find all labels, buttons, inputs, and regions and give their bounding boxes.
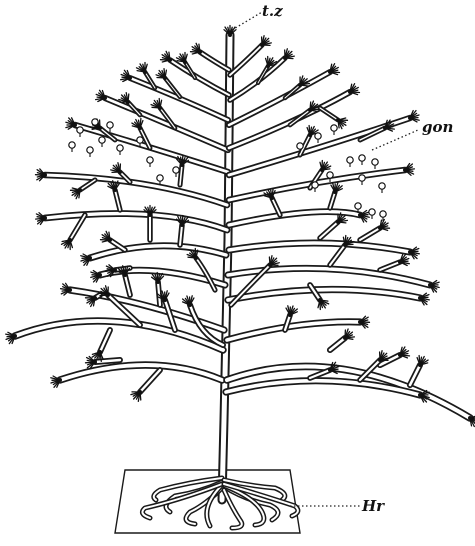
hydranth-36 xyxy=(131,390,142,401)
gonophore-14 xyxy=(331,125,337,135)
hydranth-73 xyxy=(268,256,279,267)
hydranth-24 xyxy=(101,231,113,242)
hydranth-41 xyxy=(283,49,294,60)
hydranth-16 xyxy=(111,163,122,174)
hydranth-58 xyxy=(378,220,390,231)
branch-r12-twig-0-core xyxy=(330,338,345,350)
gonophore-15 xyxy=(347,157,353,167)
hydranth-7 xyxy=(137,63,148,75)
branch-r9-twig-0-core xyxy=(330,245,345,265)
branch-r4-twig-1-core xyxy=(320,108,338,120)
branch-system xyxy=(15,45,470,418)
hydranth-67 xyxy=(343,329,354,340)
hydranth-3 xyxy=(161,51,173,62)
hydranth-52 xyxy=(320,161,331,173)
hydranth-47 xyxy=(336,118,348,129)
gonophore-4 xyxy=(117,145,123,155)
branch-l6-twig-2-core xyxy=(80,180,95,190)
gonophore-7 xyxy=(99,137,105,147)
branch-r12-twig-2-core xyxy=(410,365,420,385)
hydranth-2 xyxy=(191,43,203,54)
branch-r8-twig-1-core xyxy=(360,228,380,240)
gonophore-19 xyxy=(359,175,365,185)
gonophore-16 xyxy=(359,155,365,165)
branch-l14-core xyxy=(196,258,215,290)
main-stem xyxy=(222,35,230,500)
gonophore-17 xyxy=(372,159,378,169)
branch-r12 xyxy=(227,366,470,418)
branch-l11-twig-2-core xyxy=(100,330,110,352)
gonophore-18 xyxy=(379,183,385,193)
gonophore-5 xyxy=(69,142,75,152)
hydranth-6 xyxy=(156,69,167,80)
hydranth-9 xyxy=(151,99,162,111)
gonophore-6 xyxy=(87,147,93,157)
hydranth-18 xyxy=(36,213,47,225)
hydranth-63 xyxy=(318,298,329,310)
hydranth-40 xyxy=(260,36,271,47)
hydranth-51 xyxy=(403,164,414,176)
hydranth-17 xyxy=(71,188,83,199)
label-gon: gon xyxy=(422,118,453,136)
branch-l1-core xyxy=(200,52,229,70)
gonophore-13 xyxy=(315,133,321,143)
gonophore-1 xyxy=(77,127,83,137)
branch-r1-core xyxy=(230,45,262,75)
hydranth-14 xyxy=(36,169,48,181)
hydranth-64 xyxy=(358,316,370,328)
branch-r12-core xyxy=(227,366,470,418)
hydranth-44 xyxy=(298,76,309,87)
gonophore-11 xyxy=(173,167,179,177)
gonophore-21 xyxy=(312,182,318,192)
hydranth-10 xyxy=(119,93,130,104)
hydranth-12 xyxy=(132,119,143,131)
label-tz: t.z xyxy=(262,2,283,20)
branch-l12-twig-0-core xyxy=(140,370,160,392)
gonophore-3 xyxy=(107,122,113,132)
hydranth-33 xyxy=(99,286,110,297)
gonophore-9 xyxy=(147,157,153,167)
label-hr: Hr xyxy=(361,497,385,515)
branch-r8-twig-0-core xyxy=(320,222,338,238)
hydranth-20 xyxy=(62,238,73,250)
gonophore-24 xyxy=(380,211,386,221)
hydranth-72 xyxy=(378,351,389,362)
tz-leader-line xyxy=(232,12,262,30)
branch-r3-core xyxy=(229,72,330,125)
hydranth-30 xyxy=(86,296,98,307)
